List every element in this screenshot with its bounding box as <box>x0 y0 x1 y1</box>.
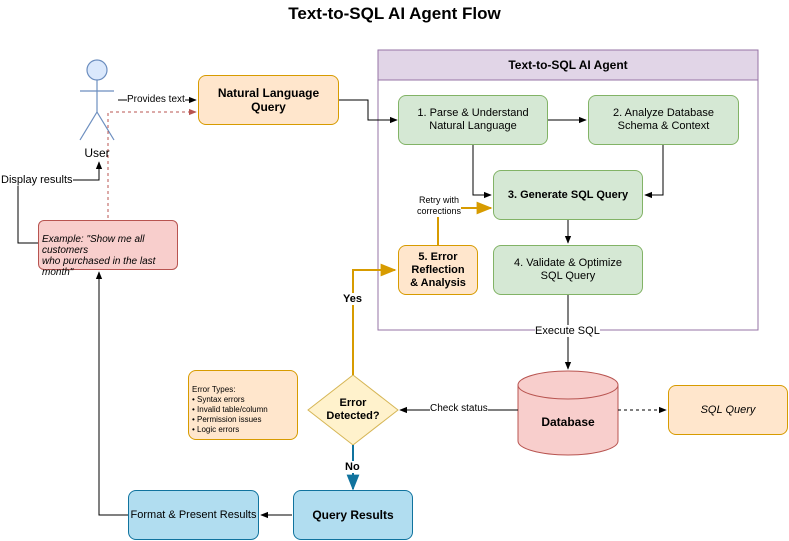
validate-label: 4. Validate & Optimize SQL Query <box>513 257 622 282</box>
retry-label: Retry with corrections <box>417 195 462 217</box>
database-label: Database <box>541 415 595 429</box>
format-results-label: Format & Present Results <box>130 508 257 521</box>
check-status-label: Check status <box>430 403 488 415</box>
edge-example-to-nlq <box>107 108 197 218</box>
agent-group-title: Text-to-SQL AI Agent <box>508 58 628 72</box>
example-note: Example: "Show me all customers who purc… <box>38 220 178 278</box>
parse-node: 1. Parse & Understand Natural Language <box>398 95 548 145</box>
analyze-node: 2. Analyze Database Schema & Context <box>588 95 739 145</box>
provides-text-label: Provides text <box>127 94 185 106</box>
error-types-note: Error Types: • Syntax errors • Invalid t… <box>188 370 298 440</box>
example-text: Example: "Show me all customers who purc… <box>42 234 156 278</box>
query-results-node: Query Results <box>293 490 413 540</box>
display-results-label: Display results <box>1 174 73 186</box>
database-cylinder <box>517 370 619 456</box>
nlq-label: Natural Language Query <box>217 86 320 114</box>
format-results-node: Format & Present Results <box>128 490 259 540</box>
edge-parse-to-generate <box>472 145 492 199</box>
sql-query-node: SQL Query <box>668 385 788 435</box>
execute-sql-label: Execute SQL <box>535 325 600 337</box>
diagram-title: Text-to-SQL AI Agent Flow <box>288 4 501 23</box>
agent-group-header <box>377 49 759 81</box>
parse-label: 1. Parse & Understand Natural Language <box>417 107 529 132</box>
no-label: No <box>345 461 360 473</box>
user-label: User <box>84 146 110 160</box>
reflect-label: 5. Error Reflection & Analysis <box>410 250 466 289</box>
decision-label: Error Detected? <box>326 397 380 422</box>
analyze-label: 2. Analyze Database Schema & Context <box>613 107 714 132</box>
query-results-label: Query Results <box>312 507 394 522</box>
edge-decision-yes <box>352 263 397 375</box>
sql-query-label: SQL Query <box>700 403 756 416</box>
error-reflection-node: 5. Error Reflection & Analysis <box>398 245 478 295</box>
edge-format-to-example <box>95 271 128 516</box>
generate-sql-node: 3. Generate SQL Query <box>493 170 643 220</box>
user-actor-figure <box>79 59 115 141</box>
validate-node: 4. Validate & Optimize SQL Query <box>493 245 643 295</box>
natural-language-query-node: Natural Language Query <box>198 75 339 125</box>
edge-nlq-to-parse <box>339 99 398 124</box>
error-types-text: Error Types: • Syntax errors • Invalid t… <box>192 385 268 434</box>
yes-label: Yes <box>343 293 362 305</box>
edge-analyze-to-generate <box>644 145 664 199</box>
generate-label: 3. Generate SQL Query <box>507 188 629 201</box>
